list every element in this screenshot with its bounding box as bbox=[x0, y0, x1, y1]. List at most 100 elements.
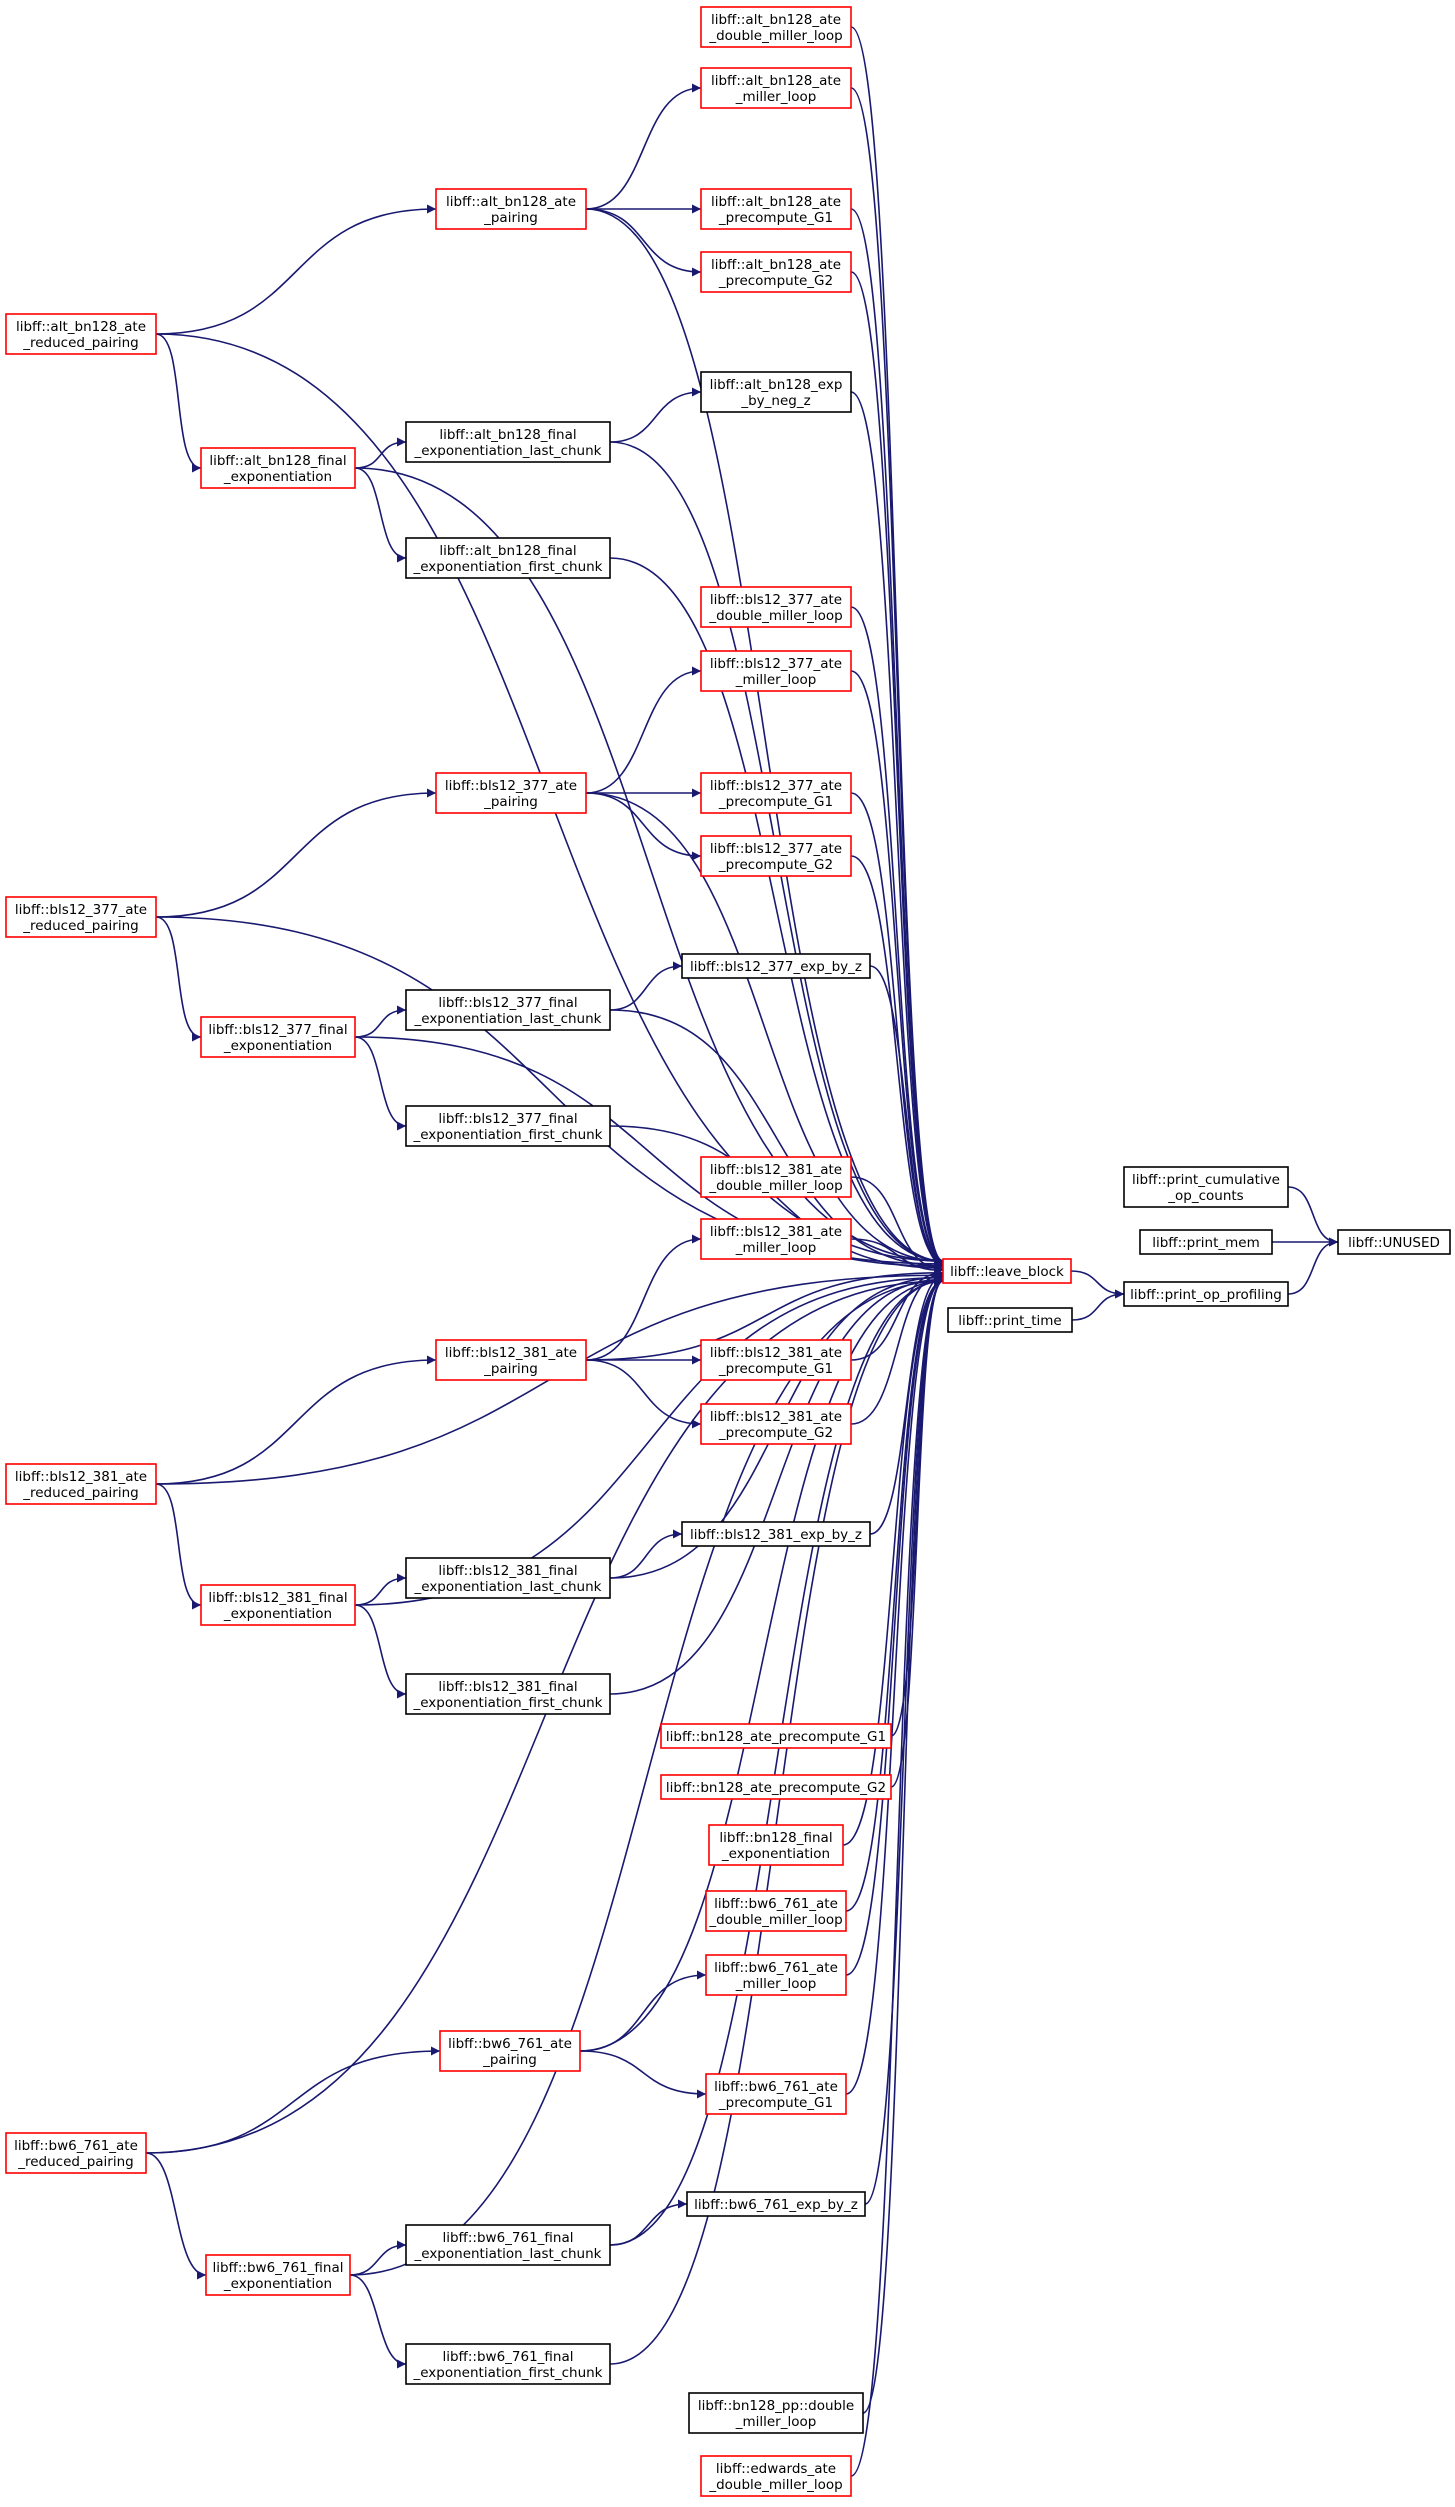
node-box-bw_exp[interactable] bbox=[686, 2191, 866, 2217]
node-box-bnpp_dml[interactable] bbox=[688, 2392, 864, 2434]
node-box-alt_exp[interactable] bbox=[700, 371, 852, 413]
node-unused[interactable]: libff::UNUSED bbox=[1337, 1229, 1451, 1255]
node-box-alt_pg1[interactable] bbox=[700, 188, 852, 230]
node-print_mem[interactable]: libff::print_mem bbox=[1139, 1229, 1273, 1255]
node-b381_exp[interactable]: libff::bls12_381_exp_by_z bbox=[681, 1521, 871, 1547]
node-box-b381_fe[interactable] bbox=[200, 1584, 356, 1626]
node-box-bw_rp[interactable] bbox=[5, 2132, 147, 2174]
node-alt_pg2[interactable]: libff::alt_bn128_ate_precompute_G2 bbox=[700, 251, 852, 293]
node-box-bw_dml[interactable] bbox=[705, 1890, 847, 1932]
node-b377_ml[interactable]: libff::bls12_377_ate_miller_loop bbox=[700, 650, 852, 692]
node-b381_pg2[interactable]: libff::bls12_381_ate_precompute_G2 bbox=[700, 1403, 852, 1445]
node-bw_ml[interactable]: libff::bw6_761_ate_miller_loop bbox=[705, 1954, 847, 1996]
node-box-alt_ml[interactable] bbox=[700, 67, 852, 109]
node-box-print_op_profiling[interactable] bbox=[1123, 1281, 1289, 1307]
node-bnpp_dml[interactable]: libff::bn128_pp::double_miller_loop bbox=[688, 2392, 864, 2434]
node-bw_fe[interactable]: libff::bw6_761_final_exponentiation bbox=[205, 2254, 351, 2296]
node-b377_dml[interactable]: libff::bls12_377_ate_double_miller_loop bbox=[700, 586, 852, 628]
node-box-leave_block[interactable] bbox=[942, 1258, 1072, 1284]
node-bn_pg1[interactable]: libff::bn128_ate_precompute_G1 bbox=[660, 1723, 892, 1749]
node-box-b377_pg2[interactable] bbox=[700, 835, 852, 877]
node-alt_fe[interactable]: libff::alt_bn128_final_exponentiation bbox=[200, 447, 356, 489]
node-bw_felc[interactable]: libff::bw6_761_final_exponentiation_last… bbox=[405, 2224, 611, 2266]
node-print_cumulative[interactable]: libff::print_cumulative_op_counts bbox=[1123, 1166, 1289, 1208]
node-box-b377_rp[interactable] bbox=[5, 896, 157, 938]
node-bw_fefc[interactable]: libff::bw6_761_final_exponentiation_firs… bbox=[405, 2343, 611, 2385]
node-box-b381_exp[interactable] bbox=[681, 1521, 871, 1547]
node-alt_rp[interactable]: libff::alt_bn128_ate_reduced_pairing bbox=[5, 313, 157, 355]
node-alt_dml[interactable]: libff::alt_bn128_ate_double_miller_loop bbox=[700, 6, 852, 48]
node-box-b377_exp[interactable] bbox=[681, 953, 871, 979]
node-box-b381_dml[interactable] bbox=[700, 1156, 852, 1198]
node-box-b377_fefc[interactable] bbox=[405, 1105, 611, 1147]
node-b377_exp[interactable]: libff::bls12_377_exp_by_z bbox=[681, 953, 871, 979]
node-box-b377_fe[interactable] bbox=[200, 1016, 356, 1058]
node-box-alt_dml[interactable] bbox=[700, 6, 852, 48]
node-b377_pg1[interactable]: libff::bls12_377_ate_precompute_G1 bbox=[700, 772, 852, 814]
node-b377_fefc[interactable]: libff::bls12_377_final_exponentiation_fi… bbox=[405, 1105, 611, 1147]
node-box-bn_pg2[interactable] bbox=[660, 1774, 892, 1800]
node-b381_fe[interactable]: libff::bls12_381_final_exponentiation bbox=[200, 1584, 356, 1626]
node-b381_pg1[interactable]: libff::bls12_381_ate_precompute_G1 bbox=[700, 1339, 852, 1381]
node-box-bw_felc[interactable] bbox=[405, 2224, 611, 2266]
node-box-bw_fe[interactable] bbox=[205, 2254, 351, 2296]
node-alt_fefc[interactable]: libff::alt_bn128_final_exponentiation_fi… bbox=[405, 537, 611, 579]
node-box-bw_ml[interactable] bbox=[705, 1954, 847, 1996]
node-box-b377_dml[interactable] bbox=[700, 586, 852, 628]
node-box-ed_dml[interactable] bbox=[700, 2455, 852, 2497]
node-box-unused[interactable] bbox=[1337, 1229, 1451, 1255]
node-bn_pg2[interactable]: libff::bn128_ate_precompute_G2 bbox=[660, 1774, 892, 1800]
node-box-bw_pg1[interactable] bbox=[705, 2073, 847, 2115]
node-b377_pair[interactable]: libff::bls12_377_ate_pairing bbox=[435, 772, 587, 814]
node-b381_ml[interactable]: libff::bls12_381_ate_miller_loop bbox=[700, 1218, 852, 1260]
node-bw_rp[interactable]: libff::bw6_761_ate_reduced_pairing bbox=[5, 2132, 147, 2174]
node-box-alt_fefc[interactable] bbox=[405, 537, 611, 579]
node-box-bn_pg1[interactable] bbox=[660, 1723, 892, 1749]
node-box-b377_pg1[interactable] bbox=[700, 772, 852, 814]
node-bw_dml[interactable]: libff::bw6_761_ate_double_miller_loop bbox=[705, 1890, 847, 1932]
node-ed_dml[interactable]: libff::edwards_ate_double_miller_loop bbox=[700, 2455, 852, 2497]
node-b381_pair[interactable]: libff::bls12_381_ate_pairing bbox=[435, 1339, 587, 1381]
node-box-alt_pg2[interactable] bbox=[700, 251, 852, 293]
node-leave_block[interactable]: libff::leave_block bbox=[942, 1258, 1072, 1284]
node-box-b381_fefc[interactable] bbox=[405, 1673, 611, 1715]
node-print_time[interactable]: libff::print_time bbox=[947, 1307, 1073, 1333]
node-print_op_profiling[interactable]: libff::print_op_profiling bbox=[1123, 1281, 1289, 1307]
node-box-print_time[interactable] bbox=[947, 1307, 1073, 1333]
node-box-b381_pg2[interactable] bbox=[700, 1403, 852, 1445]
node-alt_pair[interactable]: libff::alt_bn128_ate_pairing bbox=[435, 188, 587, 230]
node-b381_rp[interactable]: libff::bls12_381_ate_reduced_pairing bbox=[5, 1463, 157, 1505]
node-bw_pair[interactable]: libff::bw6_761_ate_pairing bbox=[439, 2030, 581, 2072]
node-alt_ml[interactable]: libff::alt_bn128_ate_miller_loop bbox=[700, 67, 852, 109]
node-b381_felc[interactable]: libff::bls12_381_final_exponentiation_la… bbox=[405, 1557, 611, 1599]
node-b377_felc[interactable]: libff::bls12_377_final_exponentiation_la… bbox=[405, 989, 611, 1031]
node-box-alt_rp[interactable] bbox=[5, 313, 157, 355]
node-box-b381_ml[interactable] bbox=[700, 1218, 852, 1260]
node-b381_fefc[interactable]: libff::bls12_381_final_exponentiation_fi… bbox=[405, 1673, 611, 1715]
node-alt_pg1[interactable]: libff::alt_bn128_ate_precompute_G1 bbox=[700, 188, 852, 230]
node-box-b381_pg1[interactable] bbox=[700, 1339, 852, 1381]
node-b377_pg2[interactable]: libff::bls12_377_ate_precompute_G2 bbox=[700, 835, 852, 877]
node-box-alt_pair[interactable] bbox=[435, 188, 587, 230]
node-box-b381_rp[interactable] bbox=[5, 1463, 157, 1505]
node-box-bw_pair[interactable] bbox=[439, 2030, 581, 2072]
node-bw_exp[interactable]: libff::bw6_761_exp_by_z bbox=[686, 2191, 866, 2217]
node-bw_pg1[interactable]: libff::bw6_761_ate_precompute_G1 bbox=[705, 2073, 847, 2115]
node-box-b377_ml[interactable] bbox=[700, 650, 852, 692]
node-alt_felc[interactable]: libff::alt_bn128_final_exponentiation_la… bbox=[405, 421, 611, 463]
node-box-print_cumulative[interactable] bbox=[1123, 1166, 1289, 1208]
node-box-b377_felc[interactable] bbox=[405, 989, 611, 1031]
node-box-b377_pair[interactable] bbox=[435, 772, 587, 814]
node-b377_rp[interactable]: libff::bls12_377_ate_reduced_pairing bbox=[5, 896, 157, 938]
node-bn_fe[interactable]: libff::bn128_final_exponentiation bbox=[708, 1824, 844, 1866]
node-box-alt_felc[interactable] bbox=[405, 421, 611, 463]
node-alt_exp[interactable]: libff::alt_bn128_exp_by_neg_z bbox=[700, 371, 852, 413]
node-box-b381_pair[interactable] bbox=[435, 1339, 587, 1381]
node-b381_dml[interactable]: libff::bls12_381_ate_double_miller_loop bbox=[700, 1156, 852, 1198]
node-box-alt_fe[interactable] bbox=[200, 447, 356, 489]
node-b377_fe[interactable]: libff::bls12_377_final_exponentiation bbox=[200, 1016, 356, 1058]
node-box-bn_fe[interactable] bbox=[708, 1824, 844, 1866]
node-box-print_mem[interactable] bbox=[1139, 1229, 1273, 1255]
node-box-b381_felc[interactable] bbox=[405, 1557, 611, 1599]
node-box-bw_fefc[interactable] bbox=[405, 2343, 611, 2385]
